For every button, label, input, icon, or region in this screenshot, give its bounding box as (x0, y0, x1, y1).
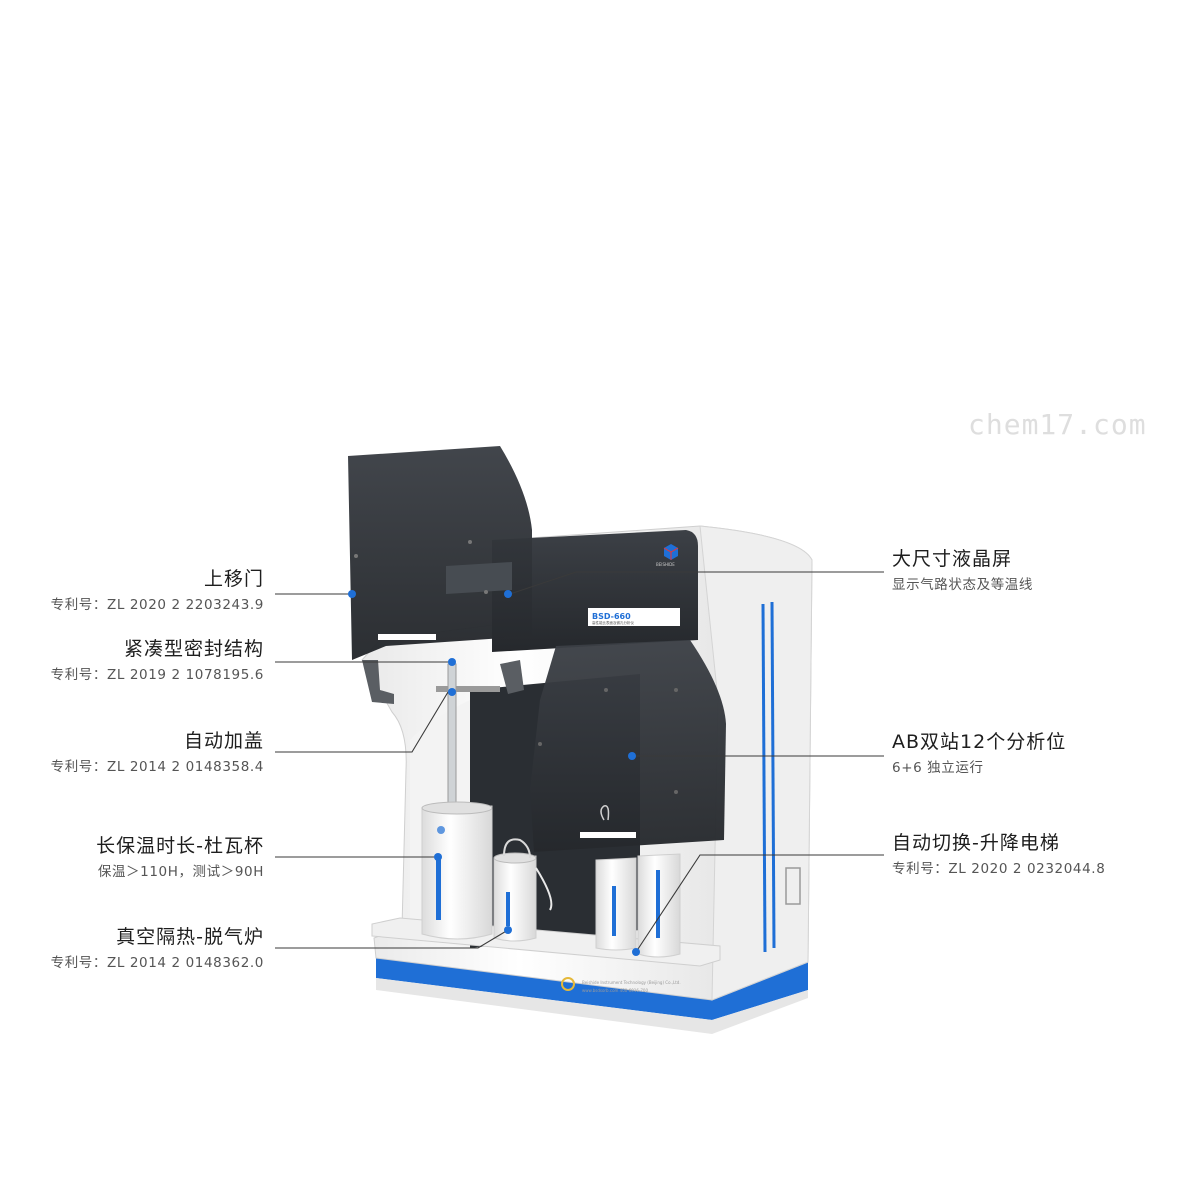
callout-dual-station: AB双站12个分析位 6+6 独立运行 (892, 731, 1066, 776)
side-stripe-2 (770, 601, 776, 949)
base-logo-icon (561, 977, 575, 991)
callout-subtitle: 专利号：ZL 2020 2 2203243.9 (50, 596, 264, 613)
watermark: chem17.com (968, 408, 1147, 441)
side-vent (785, 867, 801, 905)
callout-subtitle: 专利号：ZL 2019 2 1078195.6 (50, 666, 264, 683)
callout-title: 长保温时长-杜瓦杯 (96, 835, 264, 857)
degas-furnace (493, 855, 537, 942)
base-label-1: Beishide Instrument Technology (Beijing)… (582, 980, 681, 985)
callout-leaders (275, 571, 884, 953)
callout-subtitle: 保温＞110H，测试＞90H (97, 863, 264, 880)
callout-title: 大尺寸液晶屏 (892, 548, 1013, 570)
callout-dewar: 长保温时长-杜瓦杯 保温＞110H，测试＞90H (96, 835, 264, 880)
leader-degas (275, 929, 509, 949)
callout-title: 上移门 (203, 568, 264, 590)
dewar-left (421, 805, 493, 940)
base-blue-band (376, 958, 808, 1020)
model-plate-model: BSD-660 (592, 612, 631, 621)
brand-text: BEISHIDE (656, 562, 675, 567)
callout-subtitle: 专利号：ZL 2014 2 0148358.4 (50, 758, 264, 775)
side-stripe-1 (761, 603, 767, 953)
left-door (348, 446, 532, 660)
callout-degas-furnace: 真空隔热-脱气炉 专利号：ZL 2014 2 0148362.0 (51, 926, 264, 971)
leader-lcd (509, 571, 884, 595)
tube-rod (447, 663, 457, 805)
side-panel (699, 525, 813, 1001)
callout-subtitle: 显示气路状态及等温线 (892, 576, 1033, 593)
leader-elevator (635, 854, 884, 953)
model-plate-cn: 高性能比表面及微孔分析仪 (592, 620, 634, 625)
callout-seal-structure: 紧凑型密封结构 专利号：ZL 2019 2 1078195.6 (51, 638, 264, 683)
base-label-2: www.bsdsorb.com 400-6016-700 (582, 988, 648, 993)
callout-title: AB双站12个分析位 (892, 731, 1067, 753)
callout-lcd-screen: 大尺寸液晶屏 显示气路状态及等温线 (892, 548, 1033, 593)
callout-subtitle: 专利号：ZL 2020 2 0232044.8 (892, 860, 1106, 877)
base-bottom (376, 978, 808, 1034)
callout-subtitle: 6+6 独立运行 (892, 759, 984, 776)
callout-dots (348, 590, 640, 956)
model-plate (588, 608, 680, 626)
callout-title: 自动切换-升降电梯 (892, 832, 1060, 854)
seal-bracket (362, 660, 394, 704)
dewar-left-window (436, 858, 441, 920)
callout-auto-lid: 自动加盖 专利号：ZL 2014 2 0148358.4 (51, 730, 264, 775)
lid-plate (436, 686, 500, 692)
callout-title: 自动加盖 (183, 730, 264, 752)
callout-auto-elevator: 自动切换-升降电梯 专利号：ZL 2020 2 0232044.8 (892, 832, 1105, 877)
callout-upper-door: 上移门 专利号：ZL 2020 2 2203243.9 (51, 568, 264, 613)
right-door (530, 640, 726, 852)
callout-title: 紧凑型密封结构 (123, 638, 264, 660)
left-door-window (446, 562, 512, 594)
door-handle (378, 634, 436, 640)
callout-subtitle: 专利号：ZL 2014 2 0148362.0 (50, 954, 264, 971)
leader-auto-lid (275, 691, 449, 753)
callout-title: 真空隔热-脱气炉 (116, 926, 264, 948)
right-handle (580, 832, 636, 838)
